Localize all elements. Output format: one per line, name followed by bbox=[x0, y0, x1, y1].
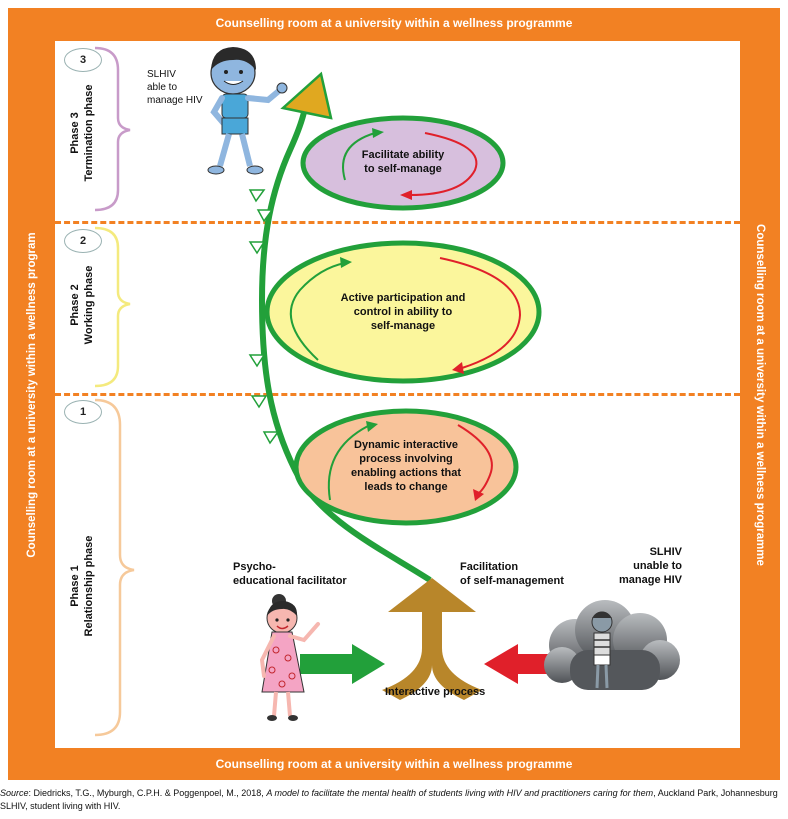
facilitator-figure bbox=[259, 594, 320, 721]
source-citation: Source: Diedricks, T.G., Myburgh, C.P.H.… bbox=[0, 787, 788, 813]
stem-arrowhead bbox=[256, 209, 274, 223]
frame-top-banner: Counselling room at a university within … bbox=[8, 8, 780, 41]
cycle-arrowhead-red bbox=[452, 362, 464, 374]
apex-triangle bbox=[280, 71, 333, 120]
phase2-brace bbox=[94, 226, 131, 388]
cycle-arrowhead-red bbox=[400, 190, 412, 200]
phase-divider-lower bbox=[55, 393, 740, 396]
interactive-process-label: Interactive process bbox=[385, 686, 486, 698]
cycle-arrowhead-green bbox=[340, 257, 352, 268]
slhiv-arrow bbox=[484, 644, 548, 684]
stem-arrowhead bbox=[262, 431, 280, 445]
growth-stem bbox=[258, 97, 432, 583]
stem-arrowhead bbox=[250, 395, 268, 409]
oval-phase2 bbox=[264, 240, 542, 384]
split-arrow bbox=[382, 578, 482, 700]
phase2-number: 2 bbox=[64, 229, 102, 253]
phase3-number: 3 bbox=[64, 48, 102, 72]
storm-cloud bbox=[544, 600, 680, 690]
cycle-arrowhead-green bbox=[372, 128, 384, 138]
phase1-brace bbox=[94, 398, 135, 737]
phase3-brace bbox=[94, 46, 131, 212]
cycle-arrow-red-phase3 bbox=[409, 132, 478, 196]
facilitator-label: Psycho-educational facilitator bbox=[233, 561, 347, 587]
stem-arrowhead bbox=[248, 241, 266, 255]
cycle-arrow-green-phase3 bbox=[342, 132, 376, 181]
source-title: A model to facilitate the mental health … bbox=[266, 788, 654, 798]
phase-divider-upper bbox=[55, 221, 740, 224]
source-abbreviation: SLHIV, student living with HIV. bbox=[0, 801, 121, 811]
stem-arrowhead bbox=[248, 354, 266, 368]
cycle-arrow-red-phase1 bbox=[457, 424, 493, 495]
cycle-arrow-green-phase1 bbox=[327, 425, 369, 501]
source-label: Source bbox=[0, 788, 29, 798]
cycle-arrowhead-red bbox=[473, 489, 484, 501]
cycle-arrow-red-phase2 bbox=[439, 257, 522, 369]
source-publisher: , Auckland Park, Johannesburg bbox=[653, 788, 778, 798]
source-authors: : Diedricks, T.G., Myburgh, C.P.H. & Pog… bbox=[28, 788, 267, 798]
frame-bottom-banner: Counselling room at a university within … bbox=[8, 748, 780, 780]
phase1-number: 1 bbox=[64, 400, 102, 424]
happy-student-figure bbox=[207, 47, 288, 175]
oval-phase1 bbox=[293, 408, 519, 526]
stem-arrowhead bbox=[248, 189, 266, 203]
cycle-arrowhead-green bbox=[366, 421, 378, 432]
facilitator-arrow bbox=[300, 644, 385, 684]
sad-student-figure bbox=[591, 611, 613, 689]
frame-left-banner: Counselling room at a university within … bbox=[8, 41, 55, 748]
cycle-arrow-green-phase2 bbox=[289, 262, 346, 361]
frame-right-banner: Counselling room at a university within … bbox=[740, 41, 780, 748]
